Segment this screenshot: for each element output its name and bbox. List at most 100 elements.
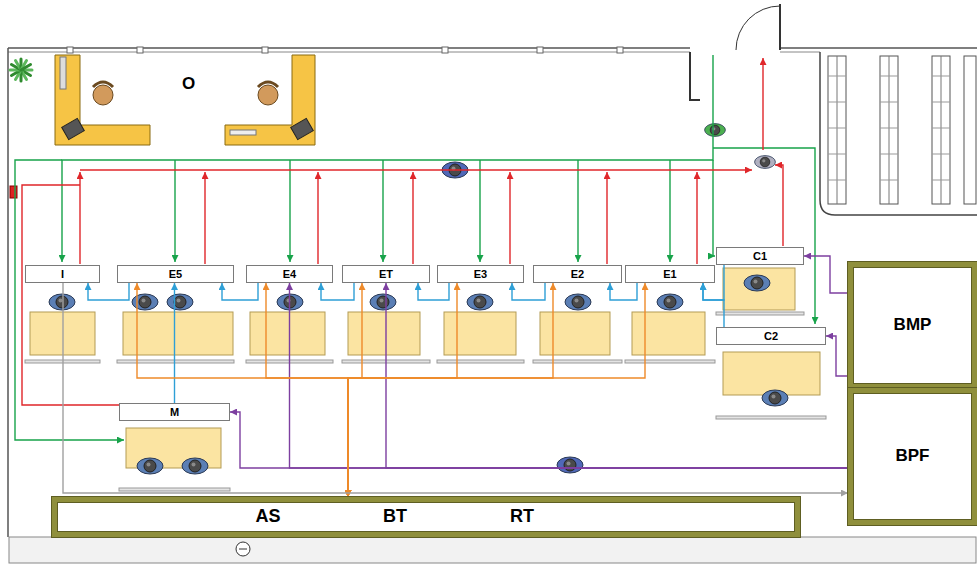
- person-head-light: [575, 299, 579, 303]
- office-chair: [258, 85, 278, 105]
- person-head-light: [147, 463, 151, 467]
- person-icon: [657, 294, 683, 310]
- person-head: [769, 392, 781, 404]
- station-name: BPF: [896, 447, 930, 466]
- flow-arrow: [610, 283, 637, 300]
- desk-shelf: [533, 360, 622, 363]
- shelf-divider: [889, 56, 890, 204]
- person-head: [139, 296, 151, 308]
- person-head: [144, 460, 156, 472]
- station-name: M: [170, 406, 179, 418]
- flow-arrow: [348, 283, 457, 497]
- station-name: AS: [238, 507, 298, 527]
- station-label: E3: [437, 265, 524, 283]
- shelf-divider: [941, 56, 942, 204]
- person-icon: [705, 124, 726, 137]
- shelf-tick: [880, 76, 898, 77]
- person-shoulders: [762, 390, 788, 406]
- person-icon: [467, 294, 493, 310]
- person-head-light: [477, 299, 481, 303]
- shelf-tick: [828, 128, 846, 129]
- person-icon: [167, 294, 193, 310]
- person-head: [751, 277, 763, 289]
- person-shoulders: [167, 294, 193, 310]
- flow-arrow: [348, 283, 362, 497]
- shelf-tick: [828, 154, 846, 155]
- exit-flow: [775, 165, 783, 246]
- person-head: [760, 157, 770, 167]
- keyboard: [230, 130, 256, 135]
- shelf-tick: [880, 180, 898, 181]
- workstation-desk: [444, 312, 516, 355]
- workstation-desk: [123, 312, 233, 355]
- door-leaf: [779, 4, 781, 50]
- person-head-light: [667, 299, 671, 303]
- door-frame: [690, 52, 700, 100]
- person-icon: [49, 294, 75, 310]
- shelf-tick: [880, 102, 898, 103]
- shelf-tick: [932, 76, 950, 77]
- flow-arrow: [348, 283, 553, 497]
- person-shoulders: [370, 294, 396, 310]
- person-icon: [557, 457, 583, 473]
- laptop: [291, 118, 314, 139]
- person-head: [174, 296, 186, 308]
- station-label: E2: [533, 265, 622, 283]
- flow-arrow: [703, 283, 724, 327]
- exit-flow: [80, 169, 752, 170]
- person-shoulders: [565, 294, 591, 310]
- flow-arrow: [88, 283, 129, 300]
- person-icon: [565, 294, 591, 310]
- person-head-light: [754, 280, 758, 284]
- person-icon: [137, 458, 163, 474]
- person-shoulders: [755, 156, 776, 169]
- exit-flow: [79, 172, 80, 264]
- person-head-light: [142, 299, 146, 303]
- station-label: M: [119, 403, 230, 421]
- entry-flow: [577, 160, 578, 262]
- entry-flow: [62, 55, 713, 262]
- person-head-light: [59, 299, 63, 303]
- person-icon: [744, 275, 770, 291]
- flow-arrow: [174, 283, 175, 403]
- shelf: [964, 56, 976, 204]
- window-post: [537, 47, 543, 53]
- person-shoulders: [744, 275, 770, 291]
- station-name: BMP: [894, 316, 932, 335]
- window-post: [442, 47, 448, 53]
- window-post: [262, 47, 268, 53]
- person-shoulders: [182, 458, 208, 474]
- floor-drain: [236, 542, 250, 556]
- person-head: [189, 460, 201, 472]
- exit-flow: [606, 172, 607, 264]
- shelf-tick: [828, 76, 846, 77]
- flow-arrow: [804, 256, 848, 293]
- chair-back: [258, 82, 278, 87]
- person-head-light: [177, 299, 181, 303]
- station-label: C2: [716, 327, 826, 345]
- office-desk: [55, 55, 150, 145]
- flow-arrow: [418, 283, 449, 300]
- desk-shelf: [117, 360, 234, 363]
- workstation-desk: [540, 312, 610, 355]
- flow-arrow: [348, 283, 645, 497]
- workstation-desk: [250, 312, 325, 355]
- fire-extinguisher: [10, 186, 17, 198]
- entry-flow: [713, 160, 715, 256]
- exit-flow: [412, 172, 413, 264]
- person-head-light: [380, 299, 384, 303]
- station-name: I: [61, 268, 64, 280]
- shelf: [880, 56, 898, 204]
- workstation-desk: [723, 268, 795, 310]
- person-icon: [755, 156, 776, 169]
- plant-leaf: [21, 65, 31, 71]
- shelf: [932, 56, 950, 204]
- person-shoulders: [467, 294, 493, 310]
- storage-area: BMP: [848, 262, 977, 389]
- person-icon: [370, 294, 396, 310]
- flow-arrow: [266, 283, 348, 497]
- person-head: [564, 459, 576, 471]
- shelf-divider: [837, 56, 838, 204]
